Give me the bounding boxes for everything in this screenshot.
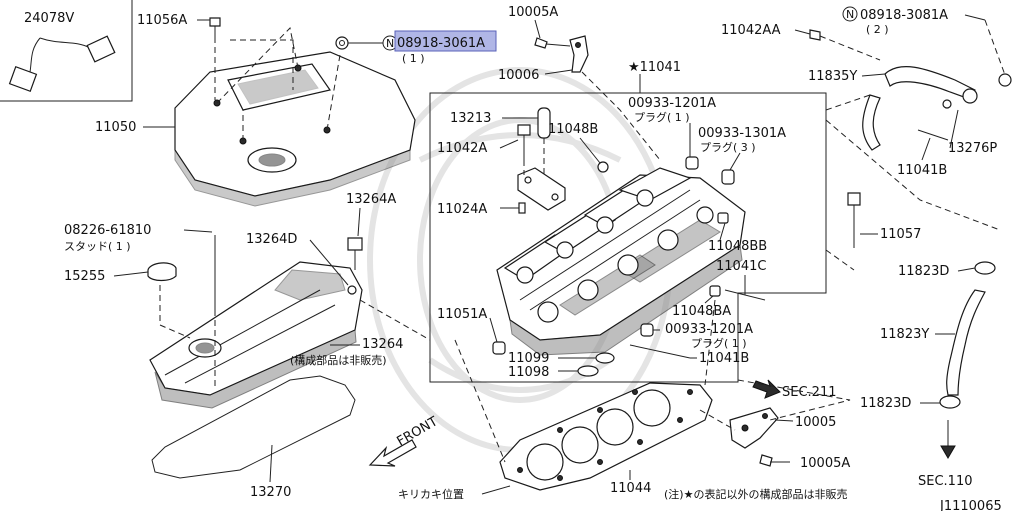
gasket-13270: 13270 [151,375,356,500]
studs: 11041C 11041B 11041B [629,129,949,366]
label-13276p: 13276P [948,141,997,156]
nut-08918-3061a: N 08918-3061A ( 1 ) [335,30,497,65]
label-24078v: 24078V [24,11,74,26]
label-11835y: 11835Y [808,69,857,84]
label-13264a: 13264A [346,192,396,207]
cylinder-head [496,167,746,356]
bracket-10005: 10005 10005A [699,379,850,471]
label-10006: 10006 [498,68,539,83]
sub-00933-1301a: プラグ( 3 ) [700,140,756,154]
label-11099: 11099 [508,351,549,366]
label-00933-1201a-top: 00933-1201A [628,96,716,111]
sub-00933-1201a-top: プラグ( 1 ) [634,110,690,124]
label-00933-1201a-bot: 00933-1201A [665,322,753,337]
label-11048b: 11048B [548,122,598,137]
label-11823d-top: 11823D [898,264,949,279]
label-11041: ★11041 [628,60,681,75]
bracket-10006: 10005A 10006 [498,5,661,161]
label-08918-3081a: 08918-3081A [860,8,948,23]
label-11024a: 11024A [437,202,487,217]
parts-note: (注)★の表記以外の構成部品は非販売 [664,487,847,501]
label-11048ba: 11048BA [672,304,731,319]
cam-bracket-11048b: 11048B 13213 11042A 11024A [437,107,609,217]
label-08918-3061a[interactable]: 08918-3061A [397,36,485,51]
label-13213: 13213 [450,111,491,126]
rocker-cover-13264: 13264A 13264D 08226-61810 スタッド( 1 ) 1525… [64,192,431,409]
seals: 11099 11098 [508,351,615,380]
head-gasket-11044: 11044 キリカキ位置 [398,299,716,501]
label-11057: 11057 [880,227,921,242]
label-11044: 11044 [610,481,651,496]
label-11041c: 11041C [716,259,766,274]
harness-inset: 24078V [0,0,133,102]
label-10005a-bot: 10005A [800,456,850,471]
label-11042a: 11042A [437,141,487,156]
label-front: FRONT [395,414,441,449]
label-13264: 13264 [362,337,403,352]
label-11048bb: 11048BB [708,239,767,254]
label-11056a: 11056A [137,13,187,28]
water-outlet: 11042AA N 08918-3081A ( 2 ) 11835Y 13276… [721,6,1012,231]
label-11098: 11098 [508,365,549,380]
bolt-11057: 11057 [825,192,921,271]
label-11823d-bot: 11823D [860,396,911,411]
label-kirikaki: キリカキ位置 [398,487,464,501]
label-10005a-top: 10005A [508,5,558,20]
label-15255: 15255 [64,269,105,284]
label-08226-61810: 08226-61810 [64,223,151,238]
label-13264d: 13264D [246,232,297,247]
label-11041b-right: 11041B [897,163,947,178]
diagram-id: J1110065 [939,499,1002,511]
engine-cover-11050: 11050 [95,26,416,207]
sub-13264: (構成部品は非販売) [290,353,387,367]
label-11051a: 11051A [437,307,487,322]
label-11823y: 11823Y [880,327,929,342]
bolt-11056a: 11056A [137,13,221,42]
svg-text:N: N [846,8,854,21]
sub-00933-1201a-bot: プラグ( 1 ) [691,336,747,350]
label-11050: 11050 [95,120,136,135]
head-detail [503,167,721,323]
sec211-arrow: SEC.211 [752,379,837,400]
highlight-08918-3061a [394,30,497,52]
label-11041b-bot: 11041B [699,351,749,366]
hose-11823y: 11823D 11823Y 11823D SEC.110 [860,261,996,489]
label-00933-1301a: 00933-1301A [698,126,786,141]
label-10005: 10005 [795,415,836,430]
plugs: 00933-1201A プラグ( 1 ) 00933-1301A プラグ( 3 … [437,96,786,355]
label-sec110: SEC.110 [918,474,973,489]
sub-08226-61810: スタッド( 1 ) [64,240,131,253]
svg-text:N: N [386,37,394,50]
front-arrow: FRONT [368,414,441,467]
label-13270: 13270 [250,485,291,500]
qty-08918-3081a: ( 2 ) [866,23,889,36]
label-11042aa: 11042AA [721,23,781,38]
qty-08918-3061a: ( 1 ) [402,52,425,65]
